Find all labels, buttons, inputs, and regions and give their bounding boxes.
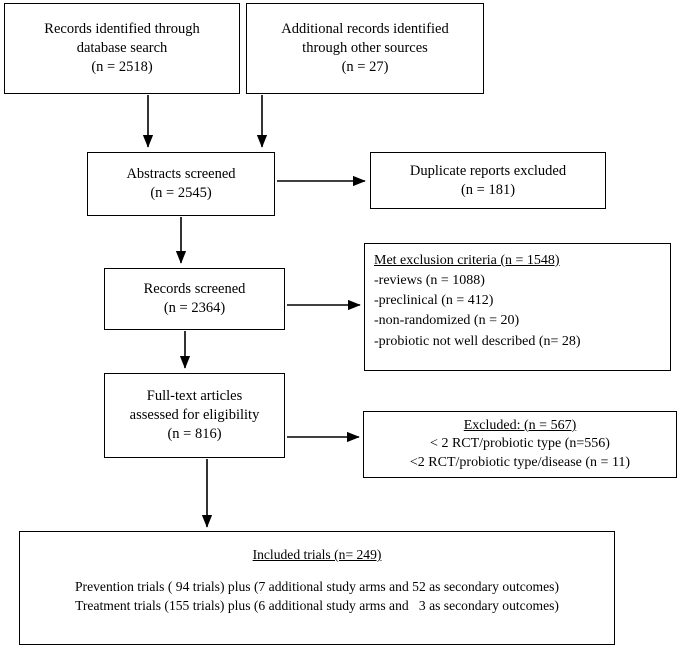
box-line: Treatment trials (155 trials) plus (6 ad… [75,598,559,614]
box-line: (n = 2518) [91,58,153,75]
box-line: -probiotic not well described (n= 28) [374,333,581,349]
box-line: -non-randomized (n = 20) [374,313,520,329]
box-heading: Excluded: (n = 567) [463,417,577,433]
box-line: -reviews (n = 1088) [374,273,485,289]
box-heading: Included trials (n= 249) [252,547,382,562]
box-line: Full-text articles [146,388,243,405]
box-line: (n = 2364) [163,300,226,316]
box-met-exclusion-criteria: Met exclusion criteria (n = 1548) -revie… [364,243,671,371]
box-line: (n = 27) [341,58,389,75]
box-abstracts-screened: Abstracts screened (n = 2545) [87,152,275,216]
box-heading: Met exclusion criteria (n = 1548) [374,253,560,268]
box-records-identified-database-search: Records identified through database sear… [4,3,240,94]
box-line: assessed for eligibility [129,407,260,424]
box-line: <2 RCT/probiotic type/disease (n = 11) [409,454,631,470]
box-fulltext-articles-assessed: Full-text articles assessed for eligibil… [104,373,285,458]
box-line: < 2 RCT/probiotic type (n=556) [430,436,610,452]
box-included-trials: Included trials (n= 249) Prevention tria… [19,531,615,645]
box-line: (n = 181) [460,181,516,198]
box-line: Prevention trials ( 94 trials) plus (7 a… [75,579,559,595]
box-excluded-fulltext: Excluded: (n = 567) < 2 RCT/probiotic ty… [363,411,677,478]
box-line: Records identified through [44,21,200,38]
box-line: Abstracts screened [126,166,236,183]
box-line: (n = 816) [167,425,222,442]
box-line: Duplicate reports excluded [409,162,567,179]
box-line: (n = 2545) [150,185,212,201]
box-line: Additional records identified [281,21,449,38]
box-duplicate-reports-excluded: Duplicate reports excluded (n = 181) [370,152,606,209]
box-line: -preclinical (n = 412) [374,293,494,309]
box-records-screened: Records screened (n = 2364) [104,268,285,330]
box-line: database search [76,40,168,57]
box-line: through other sources [302,40,428,57]
box-additional-records-other-sources: Additional records identified through ot… [246,3,484,94]
box-line: Records screened [143,281,246,298]
